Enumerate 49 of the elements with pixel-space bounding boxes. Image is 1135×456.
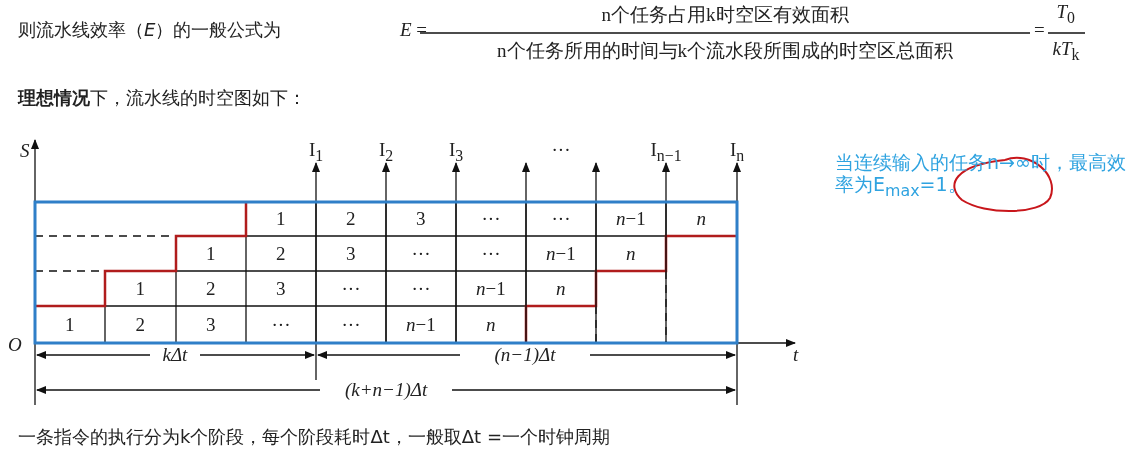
axis-label: S bbox=[20, 140, 30, 162]
cell-number: ··· bbox=[481, 208, 501, 230]
text-line: 则流水线效率（E）的一般公式为 bbox=[18, 19, 282, 41]
cell-number: 1 bbox=[65, 313, 75, 336]
ellipsis: ··· bbox=[551, 139, 571, 161]
cell-number: 3 bbox=[206, 313, 216, 336]
cell-number: 2 bbox=[346, 208, 356, 230]
dimension-label: kΔt bbox=[162, 344, 188, 366]
cell-number: 3 bbox=[416, 208, 426, 230]
output-label: I$_{3}$ bbox=[449, 139, 464, 165]
cell-number: 2 bbox=[135, 313, 145, 336]
formula-text: E = bbox=[400, 19, 428, 41]
cell-number: ··· bbox=[411, 242, 431, 265]
dimension-label: (k+n−1)Δt bbox=[345, 379, 428, 401]
fraction-numerator: n个任务占用k时空区有效面积 bbox=[601, 4, 849, 26]
cell-number: 2 bbox=[276, 242, 286, 265]
cell-number: ··· bbox=[341, 277, 361, 300]
cell-number: n−1 bbox=[476, 277, 506, 300]
formula-text: = bbox=[1034, 19, 1045, 41]
output-label: I$_{1}$ bbox=[309, 139, 324, 165]
cell-number: n−1 bbox=[546, 242, 576, 265]
cell-number: 1 bbox=[276, 208, 286, 230]
cell-number: ··· bbox=[271, 313, 291, 336]
output-label: I$_{n}$ bbox=[730, 139, 745, 165]
dimension-label: (n−1)Δt bbox=[494, 344, 556, 366]
fraction-denominator: n个任务所用的时间与k个流水段所围成的时空区总面积 bbox=[497, 40, 953, 62]
cell-number: ··· bbox=[411, 277, 431, 300]
cell-number: n−1 bbox=[616, 208, 646, 230]
axis-label: O bbox=[8, 334, 22, 356]
cell-number: ··· bbox=[481, 242, 501, 265]
output-label: I$_{n−1}$ bbox=[650, 139, 682, 165]
text-line: 理想情况下，流水线的时空图如下： bbox=[18, 87, 306, 109]
output-label: I$_{2}$ bbox=[379, 139, 394, 165]
cell-number: n bbox=[626, 242, 636, 265]
axis-label: t bbox=[793, 344, 799, 366]
cell-number: n−1 bbox=[406, 313, 436, 336]
cell-number: n bbox=[556, 277, 566, 300]
cell-number: n bbox=[696, 208, 706, 230]
cell-number: 3 bbox=[346, 242, 356, 265]
cell-number: 1 bbox=[135, 277, 145, 300]
cell-number: 1 bbox=[206, 242, 216, 265]
cell-number: ··· bbox=[341, 313, 361, 336]
cell-number: 2 bbox=[206, 277, 216, 300]
fraction-denominator: kT$_{k}$ bbox=[1052, 38, 1080, 64]
cell-number: ··· bbox=[551, 208, 571, 230]
cell-number: 3 bbox=[276, 277, 286, 300]
cell-number: n bbox=[486, 313, 496, 336]
fraction-numerator: T$_{0}$ bbox=[1056, 1, 1075, 27]
text-line: 一条指令的执行分为k个阶段，每个阶段耗时Δt，一般取Δt =一个时钟周期 bbox=[18, 426, 610, 448]
